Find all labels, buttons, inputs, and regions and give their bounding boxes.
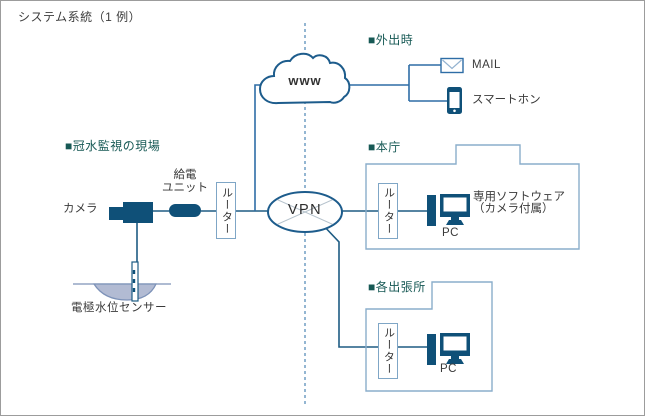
mail-icon: [440, 57, 464, 74]
power-unit-label: 給電 ユニット: [155, 169, 215, 195]
sensor-label: 電極水位センサー: [71, 302, 167, 314]
branch-office-pc-label: PC: [440, 363, 457, 375]
branch-office-router: ルーター: [378, 323, 398, 379]
main-office-pc-label: PC: [442, 227, 459, 239]
camera-label: カメラ: [63, 203, 98, 215]
branch-office-outline: [365, 281, 493, 392]
router-www-line: [254, 84, 271, 211]
main-office-pc-icon: [427, 194, 470, 226]
section-label-branch-office: ■各出張所: [368, 280, 426, 294]
site-router-label: ルーター: [220, 186, 233, 235]
site-router: ルーター: [216, 182, 236, 239]
power-unit-label-line2: ユニット: [162, 182, 208, 194]
mail-label: MAIL: [472, 59, 501, 71]
vpn-branch-office-line: [320, 222, 428, 348]
software-label-line1: 専用ソフトウェア: [473, 191, 565, 203]
software-label-line2: （カメラ付属）: [473, 203, 554, 215]
water-basin: [92, 283, 158, 301]
vpn-label: VPN: [287, 202, 323, 218]
section-label-mobile: ■外出時: [368, 33, 414, 47]
smartphone-icon: [447, 87, 462, 114]
branch-office-pc-icon: [427, 333, 470, 365]
www-mobile-lines: [341, 64, 447, 102]
power-unit-label-line1: 給電: [173, 169, 197, 181]
vpn-cross-lines: [269, 194, 341, 230]
software-label: 専用ソフトウェア （カメラ付属）: [473, 191, 565, 215]
www-label: www: [288, 73, 322, 88]
smartphone-label: スマートホン: [472, 94, 541, 106]
section-label-site: ■冠水監視の現場: [65, 139, 161, 153]
power-unit-icon: [169, 204, 201, 217]
main-office-outline: [365, 144, 580, 250]
sensor-electrodes: [132, 270, 136, 292]
page-title: システム系統（1 例）: [18, 10, 142, 24]
branch-office-router-label: ルーター: [382, 327, 395, 375]
camera-icon: [109, 202, 153, 223]
main-office-router-label: ルーター: [382, 187, 395, 235]
www-cloud-icon: [258, 52, 351, 105]
section-label-main-office: ■本庁: [368, 140, 401, 154]
main-office-router: ルーター: [378, 183, 398, 239]
